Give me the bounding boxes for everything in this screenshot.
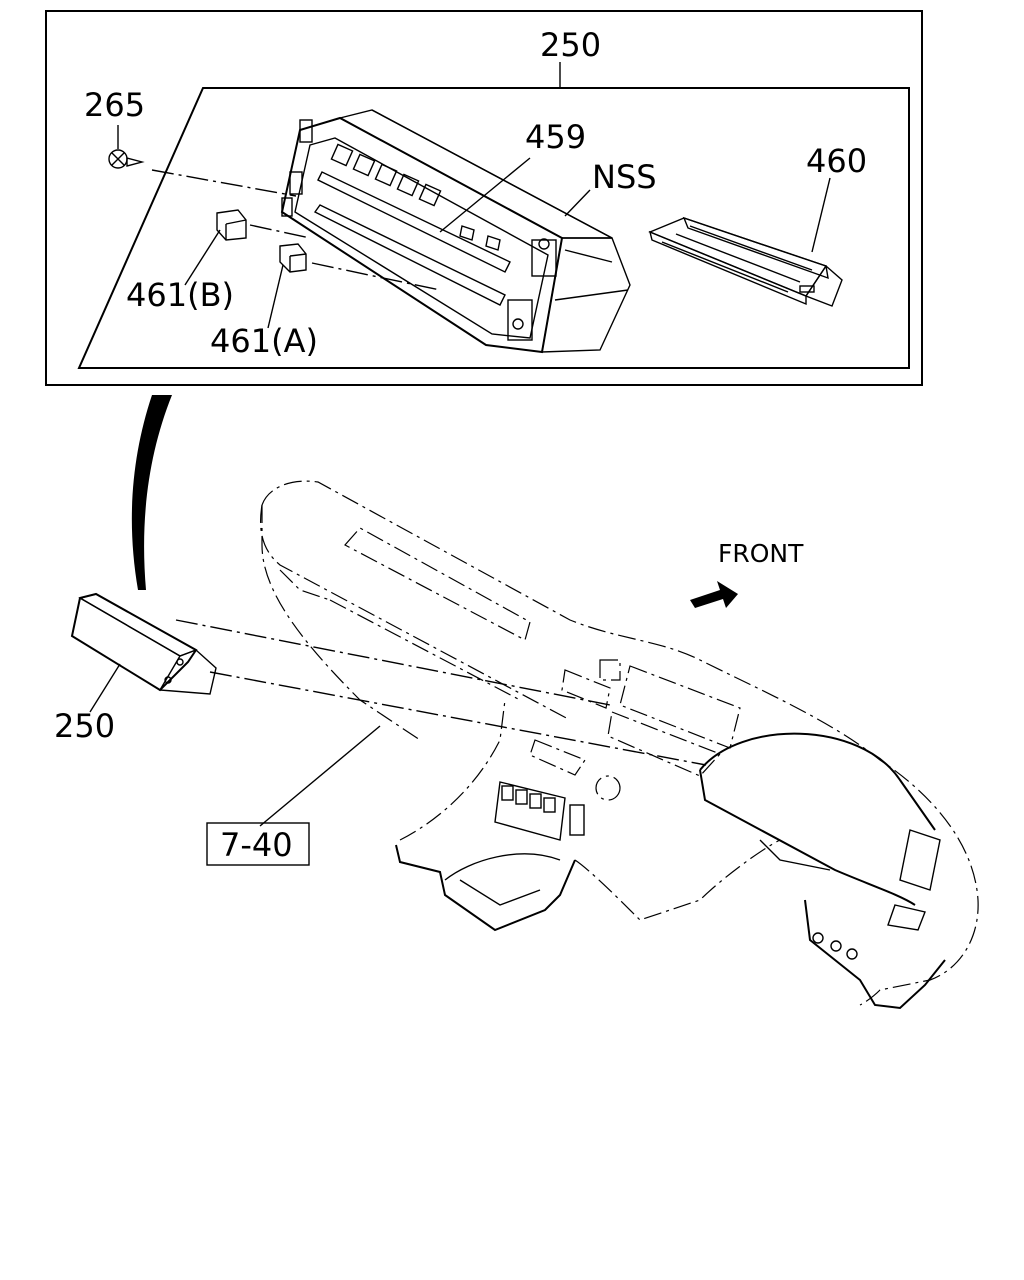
control-panel-459 bbox=[280, 109, 631, 354]
leader-460 bbox=[811, 177, 831, 253]
detail-inset bbox=[45, 10, 923, 386]
leader-250-bottom bbox=[89, 663, 121, 713]
module-460 bbox=[648, 177, 843, 307]
label-265: 265 bbox=[84, 86, 145, 124]
knob-b-axis-line bbox=[249, 224, 311, 239]
screw-265 bbox=[108, 125, 145, 169]
label-front: FRONT bbox=[718, 539, 804, 568]
label-250-top: 250 bbox=[540, 26, 601, 64]
label-7-40: 7-40 bbox=[220, 826, 293, 864]
label-nss: NSS bbox=[592, 158, 657, 196]
inset-frame bbox=[45, 10, 923, 386]
unit-axis-line-lower bbox=[209, 671, 707, 766]
knob-a-axis-line bbox=[311, 262, 441, 291]
unit-axis-line-upper bbox=[175, 619, 611, 706]
screw-axis-line bbox=[151, 169, 297, 197]
knob-cap-461a bbox=[267, 243, 307, 329]
leader-7-40 bbox=[259, 725, 381, 827]
label-250-bottom: 250 bbox=[54, 707, 115, 745]
dashboard-phantom bbox=[259, 480, 979, 1010]
ref-7-40-box bbox=[206, 822, 310, 866]
front-arrow-icon bbox=[690, 581, 738, 608]
label-459: 459 bbox=[525, 118, 586, 156]
audio-unit-250 bbox=[70, 592, 217, 713]
label-460: 460 bbox=[806, 142, 867, 180]
detail-pointer-arc bbox=[131, 395, 172, 590]
inset-parallelogram bbox=[77, 87, 910, 369]
leader-461a bbox=[267, 264, 284, 329]
label-461a: 461(A) bbox=[210, 322, 318, 360]
leader-nss bbox=[564, 189, 591, 217]
knob-cap-461b bbox=[184, 209, 247, 286]
leader-461b bbox=[184, 229, 221, 286]
leader-459 bbox=[439, 157, 531, 233]
label-461b: 461(B) bbox=[126, 276, 234, 314]
